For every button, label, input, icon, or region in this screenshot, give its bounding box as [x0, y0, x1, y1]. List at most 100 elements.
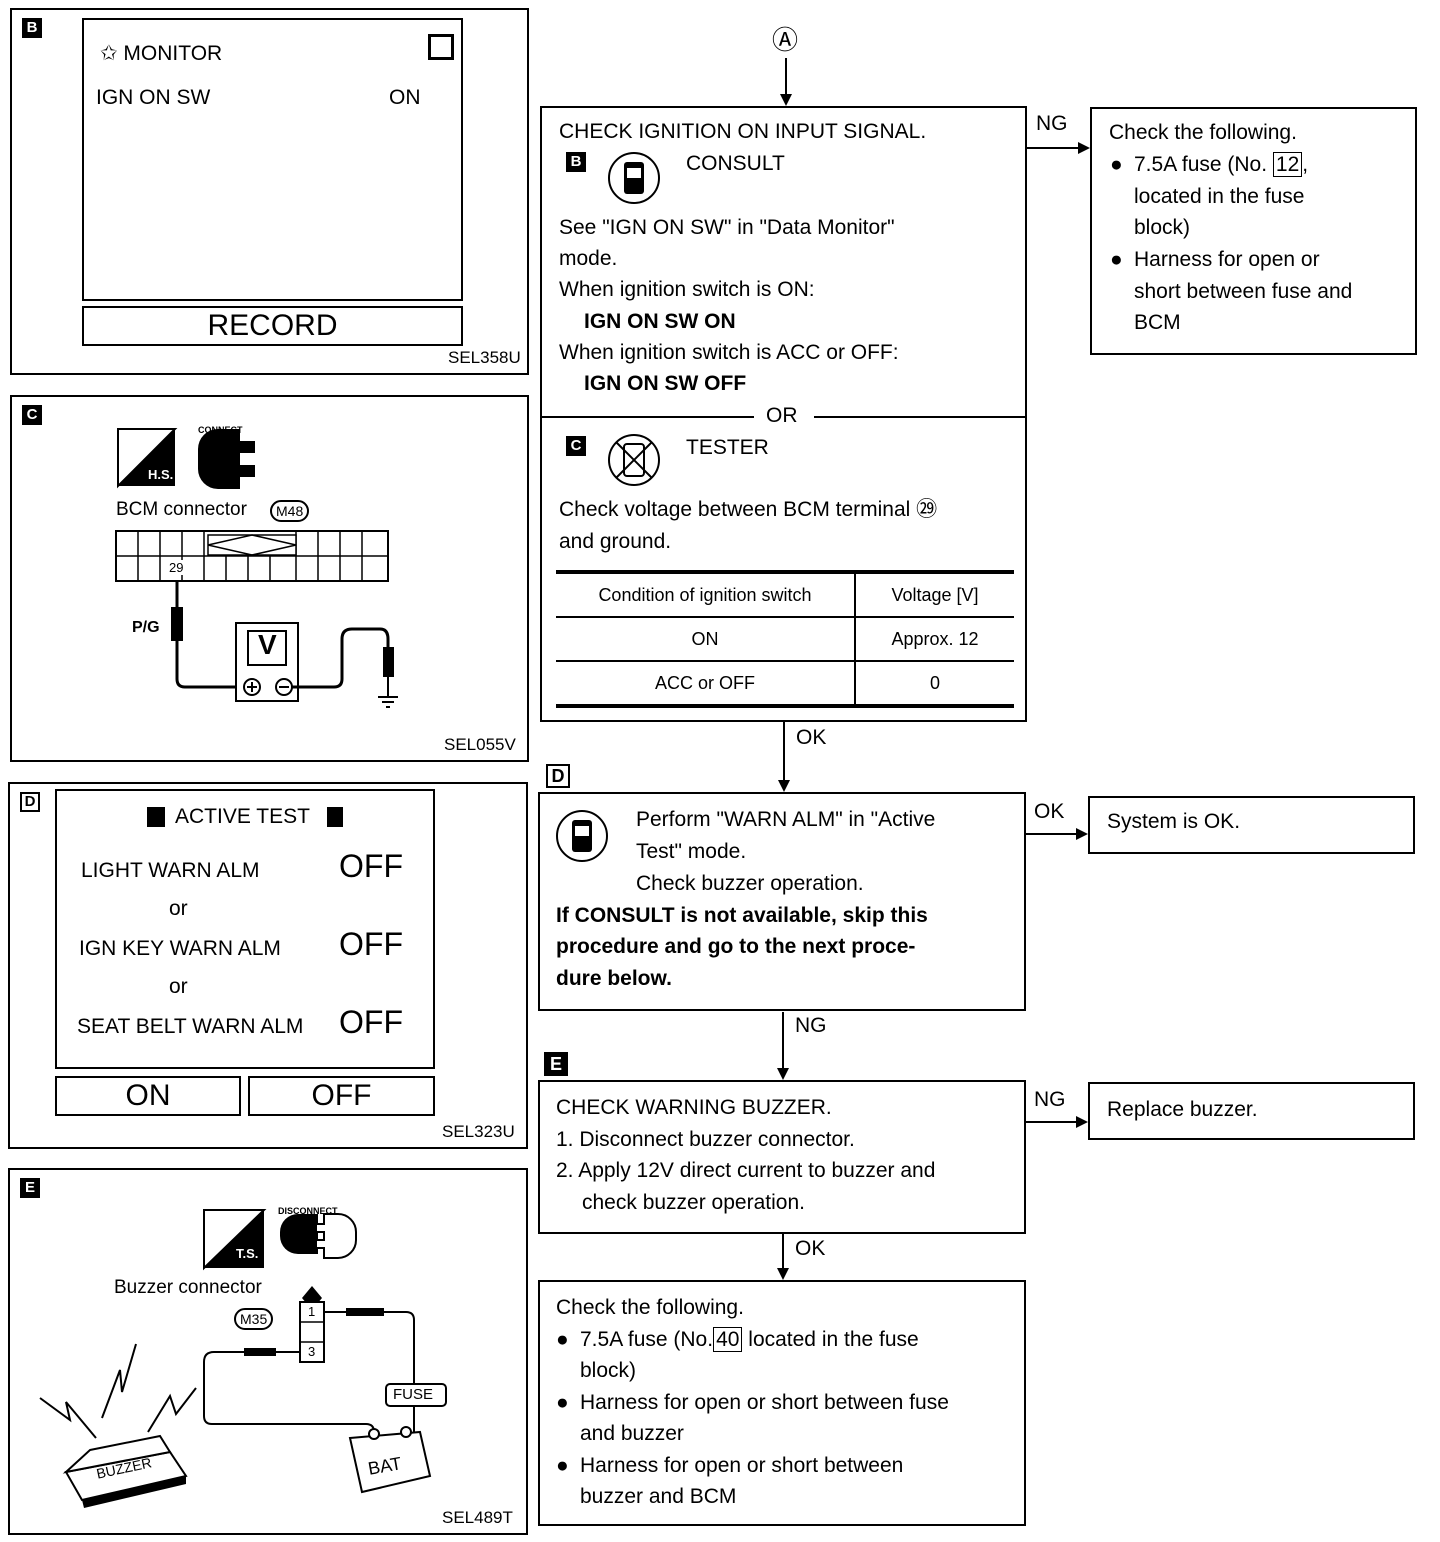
- hs-label: H.S.: [148, 467, 174, 482]
- table-header: Condition of ignition switch: [556, 570, 856, 618]
- figure-code: SEL358U: [448, 348, 521, 367]
- pin-3-label: 3: [308, 1344, 316, 1359]
- active-test-title: ACTIVE TEST: [175, 805, 310, 828]
- fuse-number: 40: [713, 1327, 743, 1352]
- step1-line: See "IGN ON SW" in "Data Monitor": [559, 216, 895, 239]
- step2-line: Perform "WARN ALM" in "Active: [636, 808, 936, 831]
- monitor-item: IGN ON SW: [96, 86, 211, 109]
- step1-line: mode.: [559, 247, 618, 270]
- step1-box: CHECK IGNITION ON INPUT SIGNAL. B CONSUL…: [540, 106, 1027, 722]
- test-value-3: OFF: [339, 1004, 403, 1040]
- ng1-line: block): [1134, 216, 1191, 239]
- ng1-line: short between fuse and: [1134, 280, 1353, 303]
- step3-box: CHECK WARNING BUZZER. 1. Disconnect buzz…: [538, 1080, 1026, 1234]
- table-cell: Approx. 12: [855, 617, 1014, 662]
- table-row: ON Approx. 12: [556, 617, 1014, 662]
- fuse-number: 12: [1272, 152, 1303, 177]
- figure-code: SEL055V: [444, 735, 516, 754]
- or-divider-line: [814, 416, 1026, 418]
- step-tag: E: [544, 1052, 568, 1076]
- table-cell: 0: [855, 661, 1014, 708]
- figure-code: SEL489T: [442, 1508, 513, 1527]
- pin-29-label: 29: [169, 560, 184, 575]
- step1-line: When ignition switch is ON:: [559, 278, 815, 301]
- square-icon: [327, 807, 343, 827]
- step-tag: C: [566, 436, 586, 456]
- ng1-line: 7.5A fuse (No. 12,: [1134, 152, 1309, 177]
- start-marker: Ⓐ: [772, 25, 799, 55]
- ng1-title: Check the following.: [1109, 121, 1297, 144]
- panel-tag: B: [22, 18, 42, 38]
- step1-line: IGN ON SW ON: [584, 310, 736, 333]
- final-box: Check the following. ● 7.5A fuse (No.40 …: [538, 1280, 1026, 1526]
- bullet-icon: ●: [556, 1391, 569, 1414]
- test-item-3: SEAT BELT WARN ALM: [77, 1015, 304, 1038]
- step2-box: Perform "WARN ALM" in "Active Test" mode…: [538, 792, 1026, 1011]
- buzzer-connector-label: Buzzer connector: [114, 1277, 262, 1298]
- record-button[interactable]: RECORD: [82, 306, 463, 346]
- step3-line: check buzzer operation.: [582, 1191, 805, 1214]
- panel-tag: E: [20, 1178, 40, 1198]
- square-icon: [147, 807, 165, 827]
- step2-line: procedure and go to the next proce-: [556, 935, 916, 958]
- on-button[interactable]: ON: [55, 1076, 241, 1116]
- table-cell: ON: [556, 617, 856, 662]
- ng1-line: BCM: [1134, 311, 1181, 334]
- test-item-2: IGN KEY WARN ALM: [79, 937, 281, 960]
- tester-label: TESTER: [686, 436, 769, 459]
- wire-color-label: P/G: [132, 619, 160, 636]
- voltage-table: Condition of ignition switch Voltage [V]…: [556, 570, 1014, 708]
- ng1-box: Check the following. ● 7.5A fuse (No. 12…: [1090, 107, 1417, 355]
- panel-e: E T.S. DISCONNECT: [8, 1168, 528, 1535]
- or-label: or: [169, 897, 188, 920]
- step2-line: Test" mode.: [636, 840, 747, 863]
- test-value-1: OFF: [339, 848, 403, 884]
- step1-line: IGN ON SW OFF: [584, 372, 747, 395]
- ng1-line: Harness for open or: [1134, 248, 1320, 271]
- table-cell: ACC or OFF: [556, 661, 856, 708]
- step2-line: Check buzzer operation.: [636, 872, 864, 895]
- buzzer-circuit-diagram: [39, 1209, 447, 1508]
- final-line: buzzer and BCM: [580, 1485, 737, 1508]
- ng-label: NG: [1036, 112, 1068, 135]
- bullet-icon: ●: [556, 1454, 569, 1477]
- ng-label: NG: [795, 1014, 827, 1037]
- final-line: 7.5A fuse (No.40 located in the fuse: [580, 1327, 919, 1352]
- or-divider-line: [542, 416, 754, 418]
- bcm-connector-label: BCM connector: [116, 499, 247, 520]
- final-line: Harness for open or short between: [580, 1454, 904, 1477]
- consult-icon: [556, 810, 608, 862]
- system-ok-text: System is OK.: [1107, 810, 1241, 833]
- panel-b: B ✩ MONITOR IGN ON SW ON RECORD SEL358U: [10, 8, 529, 375]
- table-header: Voltage [V]: [855, 570, 1014, 618]
- connector-id-badge: M35: [234, 1308, 274, 1330]
- step-tag: D: [546, 764, 570, 788]
- ok2-box: System is OK.: [1088, 796, 1415, 854]
- checkbox-icon: [428, 34, 454, 60]
- disconnect-label: DISCONNECT: [278, 1206, 338, 1216]
- ok-label: OK: [1034, 800, 1065, 823]
- test-item-1: LIGHT WARN ALM: [81, 859, 260, 882]
- step1-title: CHECK IGNITION ON INPUT SIGNAL.: [559, 120, 927, 143]
- bcm-circuit-diagram: [115, 428, 398, 708]
- monitor-value: ON: [389, 86, 421, 109]
- monitor-screen: ✩ MONITOR IGN ON SW ON: [82, 18, 463, 301]
- bullet-icon: ●: [1110, 153, 1123, 176]
- consult-label: CONSULT: [686, 152, 785, 175]
- step2-line: dure below.: [556, 967, 672, 990]
- fuse-label: FUSE: [393, 1386, 434, 1403]
- final-line: Harness for open or short between fuse: [580, 1391, 949, 1414]
- step1-line: and ground.: [559, 530, 672, 553]
- off-button[interactable]: OFF: [248, 1076, 435, 1116]
- active-test-screen: ACTIVE TEST LIGHT WARN ALM OFF or IGN KE…: [55, 789, 435, 1069]
- or-divider-label: OR: [766, 404, 798, 427]
- final-line: block): [580, 1359, 637, 1382]
- step1-line: When ignition switch is ACC or OFF:: [559, 341, 899, 364]
- ok-label: OK: [796, 726, 827, 749]
- replace-buzzer-text: Replace buzzer.: [1107, 1098, 1258, 1121]
- step3-line: 1. Disconnect buzzer connector.: [556, 1128, 855, 1151]
- monitor-title: ✩ MONITOR: [100, 42, 223, 65]
- step3-line: 2. Apply 12V direct current to buzzer an…: [556, 1159, 936, 1182]
- step-tag: B: [566, 152, 586, 172]
